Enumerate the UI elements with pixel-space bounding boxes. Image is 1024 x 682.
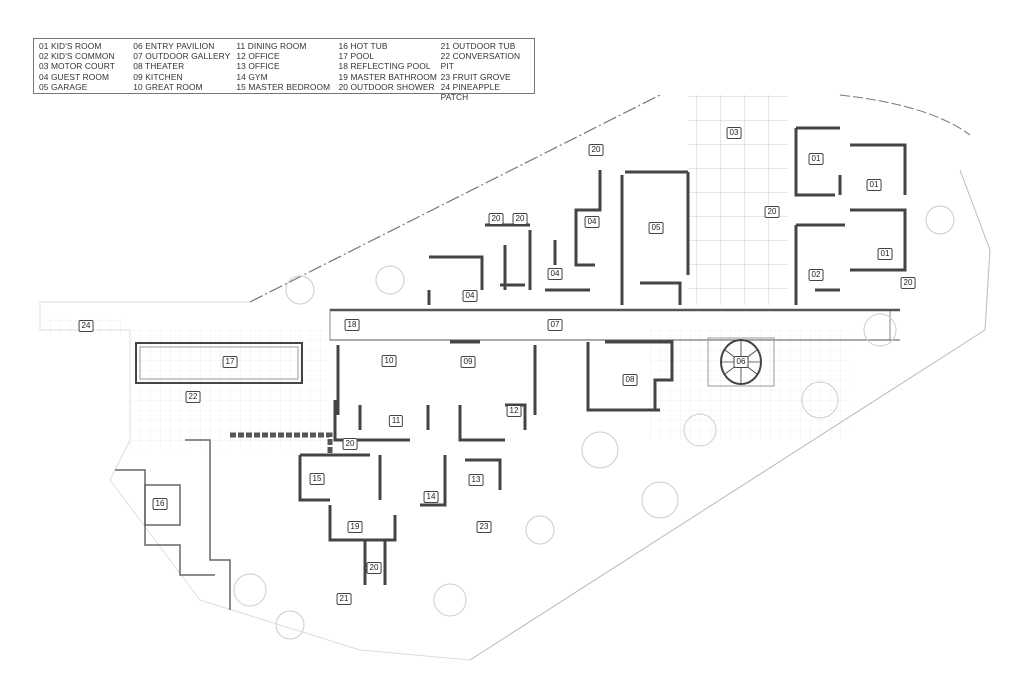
legend-item: 14 GYM [236, 71, 268, 82]
room-tag-master-bathroom[interactable]: 19 [347, 521, 363, 533]
room-tag-outdoor-shower[interactable]: 20 [764, 206, 780, 218]
legend-item: 07 OUTDOOR GALLERY [133, 51, 231, 62]
legend-item: 02 KID'S COMMON [39, 51, 115, 62]
room-tag-garage[interactable]: 05 [648, 222, 664, 234]
room-tag-hot-tub[interactable]: 16 [152, 498, 168, 510]
legend-column: 11 DINING ROOM 12 OFFICE 13 OFFICE 14 GY… [236, 41, 338, 92]
room-tag-guest-room[interactable]: 04 [547, 268, 563, 280]
legend-item: 22 CONVERSATION PIT [440, 51, 521, 72]
legend-item: 13 OFFICE [236, 61, 280, 72]
legend-item: 08 THEATER [133, 61, 185, 72]
room-tag-reflecting-pool[interactable]: 18 [344, 319, 360, 331]
stepped-terrace [230, 432, 333, 455]
room-tag-kids-room[interactable]: 01 [866, 179, 882, 191]
legend-item: 16 HOT TUB [338, 41, 388, 51]
room-tag-outdoor-gallery[interactable]: 07 [547, 319, 563, 331]
legend-item: 05 GARAGE [39, 81, 88, 92]
legend-item: 09 KITCHEN [133, 71, 183, 82]
legend-column: 16 HOT TUB 17 POOL 18 REFLECTING POOL 19… [338, 41, 441, 92]
room-tag-kids-room[interactable]: 01 [808, 153, 824, 165]
entry-paving [650, 330, 850, 440]
trees [233, 205, 955, 640]
room-tag-kids-room[interactable]: 01 [877, 248, 893, 260]
room-tag-entry-pavilion[interactable]: 06 [733, 356, 749, 368]
room-tag-office[interactable]: 12 [506, 405, 522, 417]
room-tag-theater[interactable]: 08 [622, 374, 638, 386]
legend-item: 01 KID'S ROOM [39, 41, 102, 51]
legend-item: 17 POOL [338, 51, 375, 62]
room-tag-fruit-grove[interactable]: 23 [476, 521, 492, 533]
room-tag-guest-room[interactable]: 04 [462, 290, 478, 302]
pool [135, 342, 303, 384]
legend-item: 23 FRUIT GROVE [440, 71, 511, 82]
room-tag-great-room[interactable]: 10 [381, 355, 397, 367]
legend-item: 10 GREAT ROOM [133, 81, 203, 92]
room-tag-motor-court[interactable]: 03 [726, 127, 742, 139]
outdoor-gallery [329, 308, 900, 341]
room-tag-office[interactable]: 13 [468, 474, 484, 486]
room-tag-outdoor-shower[interactable]: 20 [588, 144, 604, 156]
legend-item: 21 OUTDOOR TUB [440, 41, 516, 51]
room-tag-outdoor-shower[interactable]: 20 [488, 213, 504, 225]
pool-deck-paving [130, 330, 330, 450]
room-tag-kitchen[interactable]: 09 [460, 356, 476, 368]
legend-item: 11 DINING ROOM [236, 41, 307, 51]
room-tag-guest-room[interactable]: 04 [584, 216, 600, 228]
legend-item: 19 MASTER BATHROOM [338, 71, 437, 82]
legend-item: 12 OFFICE [236, 51, 280, 62]
room-tag-conversation-pit[interactable]: 22 [185, 391, 201, 403]
room-tag-kids-common[interactable]: 02 [808, 269, 824, 281]
legend-item: 15 MASTER BEDROOM [236, 81, 331, 92]
legend-item: 24 PINEAPPLE PATCH [440, 81, 501, 103]
room-tag-outdoor-tub[interactable]: 21 [336, 593, 352, 605]
room-tag-dining-room[interactable]: 11 [388, 415, 404, 427]
room-tag-master-bedroom[interactable]: 15 [309, 473, 325, 485]
legend-item: 03 MOTOR COURT [39, 61, 116, 72]
legend-item: 20 OUTDOOR SHOWER [338, 81, 435, 92]
legend-item: 06 ENTRY PAVILION [133, 41, 215, 51]
room-tag-pineapple-patch[interactable]: 24 [78, 320, 94, 332]
room-tag-outdoor-shower[interactable]: 20 [900, 277, 916, 289]
legend-column: 06 ENTRY PAVILION 07 OUTDOOR GALLERY 08 … [133, 41, 236, 92]
room-tag-outdoor-shower[interactable]: 20 [512, 213, 528, 225]
room-tag-gym[interactable]: 14 [423, 491, 439, 503]
legend-item: 18 REFLECTING POOL [338, 61, 431, 72]
legend-column: 01 KID'S ROOM 02 KID'S COMMON 03 MOTOR C… [39, 41, 133, 92]
legend-item: 04 GUEST ROOM [39, 71, 110, 82]
legend-column: 21 OUTDOOR TUB 22 CONVERSATION PIT 23 FR… [440, 41, 529, 102]
room-tag-outdoor-shower[interactable]: 20 [342, 438, 358, 450]
walls [298, 126, 907, 585]
room-legend: 01 KID'S ROOM 02 KID'S COMMON 03 MOTOR C… [33, 38, 535, 102]
room-tag-pool[interactable]: 17 [222, 356, 238, 368]
room-tag-outdoor-shower[interactable]: 20 [366, 562, 382, 574]
hot-tub-area [115, 439, 231, 610]
